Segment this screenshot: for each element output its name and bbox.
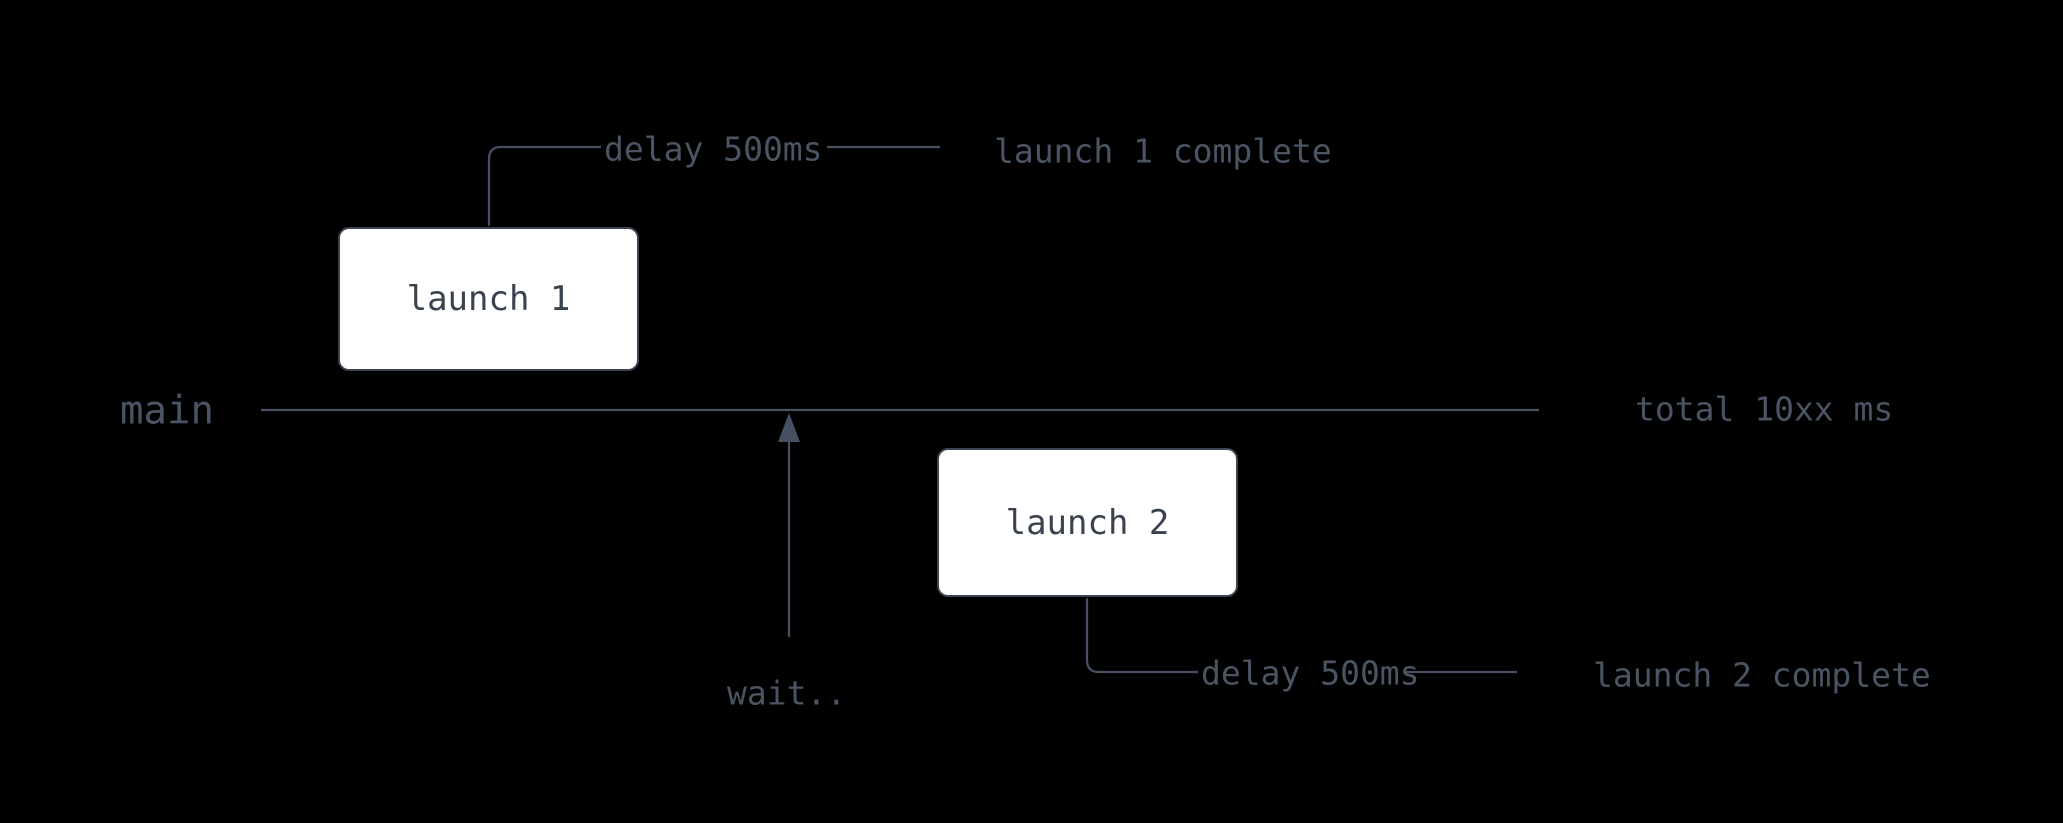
total-time-label: total 10xx ms: [1635, 389, 1894, 429]
launch1-box: launch 1: [338, 227, 639, 371]
launch1-delay-connector: [487, 145, 601, 226]
launch2-delay-label: delay 500ms: [1201, 653, 1420, 693]
launch2-box: launch 2: [937, 448, 1238, 597]
launch2-complete-label: launch 2 complete: [1593, 655, 1931, 695]
launch1-delay-label: delay 500ms: [604, 129, 823, 169]
wait-arrow-head-icon: [778, 413, 800, 442]
wait-label: wait..: [727, 673, 847, 713]
launch2-delay-connector: [1085, 598, 1198, 674]
launch1-box-label: launch 1: [406, 279, 571, 319]
main-timeline-label: main: [120, 388, 214, 434]
launch2-box-label: launch 2: [1005, 502, 1170, 543]
launch1-complete-label: launch 1 complete: [994, 131, 1332, 171]
